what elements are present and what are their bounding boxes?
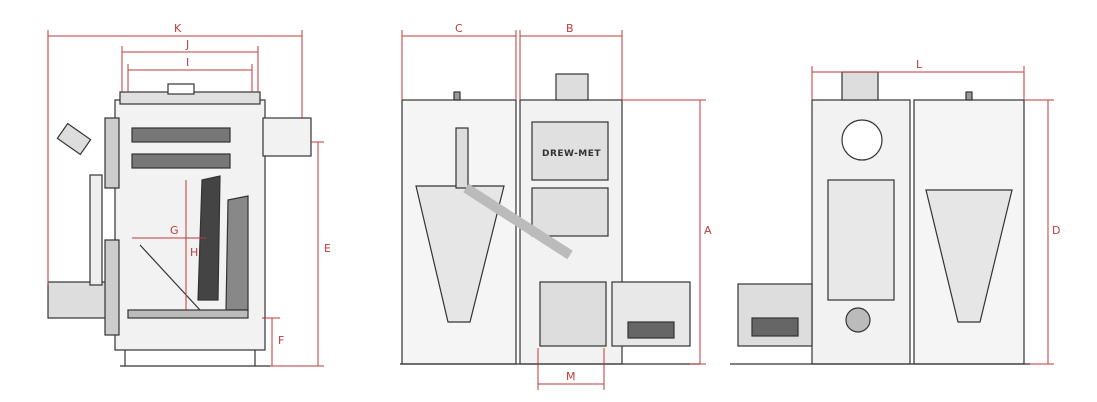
dim-label-a: A [704,224,712,237]
rear-burner-window [751,317,799,337]
dim-label-e: E [324,242,331,255]
side-firebox-lining [197,175,221,301]
side-exchanger-lower [131,153,231,169]
side-exchanger-upper [131,127,231,143]
dim-label-d: D [1052,224,1060,237]
front-hopper-funnel [415,185,505,323]
rear-fan-cover [845,307,871,333]
dim-label-j: J [185,38,189,51]
dim-label-k: K [174,22,182,35]
dimension-lines [47,30,1054,390]
side-refractory [225,195,249,311]
front-burner-unit [539,281,607,347]
side-feeder-tube [89,174,103,286]
dim-label-l: L [916,58,923,71]
rear-hopper-knob [965,91,973,101]
front-view [400,73,700,365]
dim-label-g: G [170,224,179,237]
front-controller [555,73,589,101]
front-door-lower [531,187,609,237]
front-hopper-lid-knob [453,91,461,101]
front-auger-tube [463,183,573,260]
rear-flue-stub [841,71,879,101]
side-flue-outlet [262,117,312,157]
rear-hopper-funnel [925,189,1013,323]
rear-burner [737,283,813,347]
side-door-lower [104,239,120,336]
dim-label-c: C [455,22,463,35]
rear-panel [827,179,895,301]
dim-label-h: H [190,246,198,259]
front-feed-pipe [455,127,469,189]
rear-flue-outlet [841,119,883,161]
dim-label-b: B [566,22,574,35]
side-feeder-head [56,122,92,156]
dim-label-f: F [278,334,284,347]
side-deflector [139,244,201,311]
side-grate [127,309,249,319]
rear-view [730,71,1030,365]
side-section-view [47,83,312,367]
front-burner-grille [627,321,675,339]
front-brand-logo: DREW-MET [542,149,601,159]
dim-label-m: M [566,370,576,383]
side-door-upper [104,117,120,189]
side-lid-handle [167,83,195,95]
dim-label-i: I [186,56,189,69]
front-door-upper [531,121,609,181]
